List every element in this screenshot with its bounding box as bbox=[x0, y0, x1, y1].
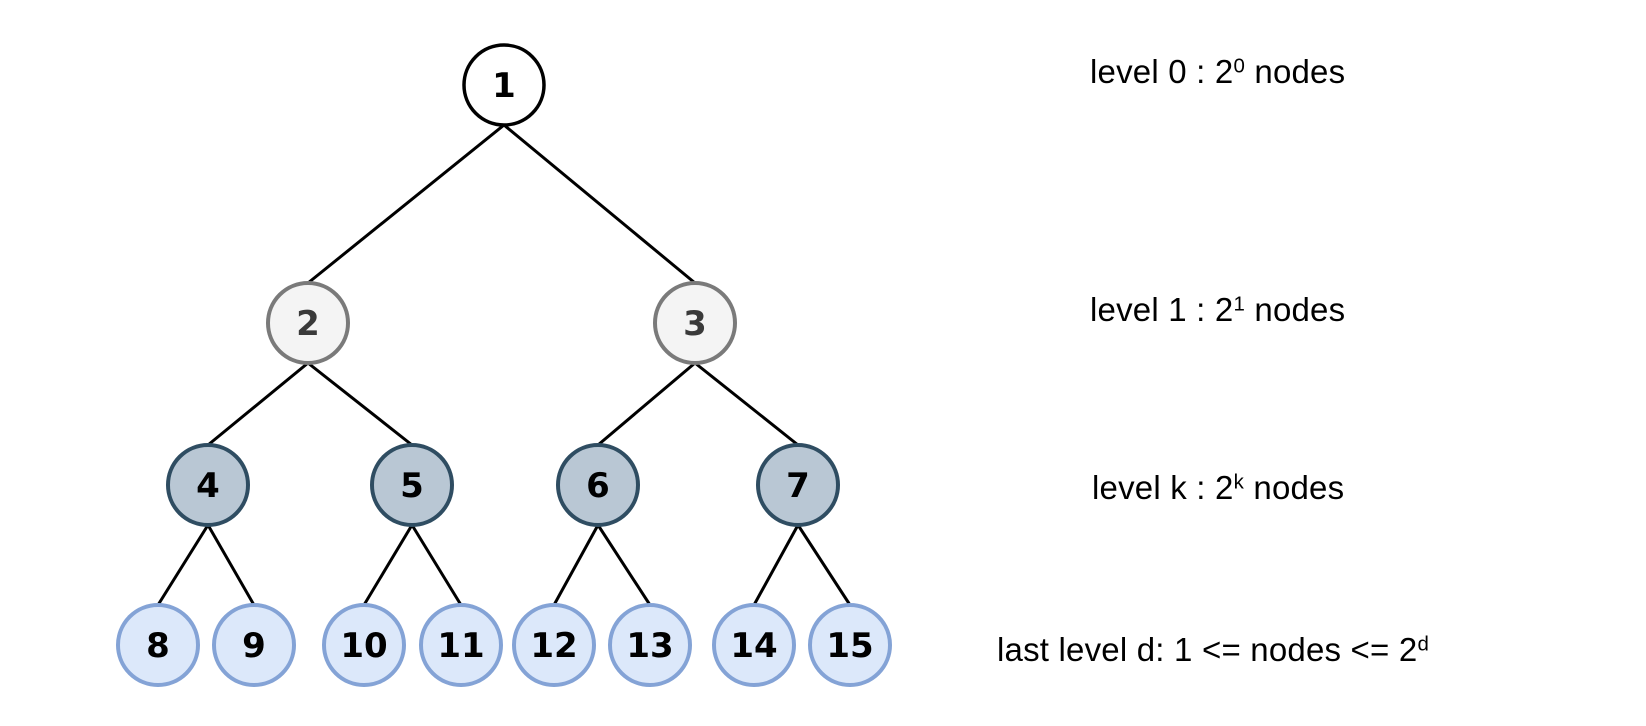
tree-node-label: 14 bbox=[730, 626, 777, 666]
tree-node-1: 1 bbox=[462, 43, 546, 127]
annotation-text: nodes bbox=[1244, 469, 1345, 506]
annotation-superscript: 0 bbox=[1233, 54, 1246, 78]
tree-node-12: 12 bbox=[512, 603, 596, 687]
tree-node-label: 15 bbox=[826, 626, 873, 666]
tree-edge-3-7 bbox=[694, 361, 799, 447]
tree-node-10: 10 bbox=[322, 603, 406, 687]
level-k-label: level k : 2k nodes bbox=[1092, 469, 1344, 507]
tree-node-label: 13 bbox=[626, 626, 673, 666]
tree-node-13: 13 bbox=[608, 603, 692, 687]
tree-node-circle bbox=[556, 443, 640, 527]
tree-edge-6-12 bbox=[552, 524, 600, 606]
annotation-text: last level d: 1 <= nodes <= 2 bbox=[997, 631, 1418, 668]
tree-node-6: 6 bbox=[556, 443, 640, 527]
annotation-text: level 0 : 2 bbox=[1090, 53, 1234, 90]
last-level-label: last level d: 1 <= nodes <= 2d bbox=[997, 631, 1429, 669]
tree-node-circle bbox=[462, 43, 546, 127]
tree-edge-2-5 bbox=[307, 361, 413, 447]
tree-node-circle bbox=[419, 603, 503, 687]
tree-edge-4-8 bbox=[156, 524, 210, 606]
tree-node-circle bbox=[756, 443, 840, 527]
tree-edge-5-11 bbox=[410, 524, 463, 606]
tree-node-label: 5 bbox=[400, 466, 424, 506]
annotation-text: nodes bbox=[1245, 53, 1346, 90]
tree-edge-7-15 bbox=[796, 524, 852, 606]
tree-node-circle bbox=[266, 281, 350, 365]
tree-node-label: 11 bbox=[437, 626, 484, 666]
level-0-label: level 0 : 20 nodes bbox=[1090, 53, 1345, 91]
tree-node-label: 12 bbox=[530, 626, 577, 666]
tree-node-3: 3 bbox=[653, 281, 737, 365]
annotation-text: level k : 2 bbox=[1092, 469, 1234, 506]
tree-node-circle bbox=[212, 603, 296, 687]
tree-node-label: 9 bbox=[242, 626, 266, 666]
tree-node-circle bbox=[808, 603, 892, 687]
tree-edge-1-2 bbox=[307, 123, 505, 285]
tree-node-circle bbox=[712, 603, 796, 687]
tree-node-circle bbox=[116, 603, 200, 687]
tree-node-5: 5 bbox=[370, 443, 454, 527]
tree-node-label: 3 bbox=[683, 304, 707, 344]
tree-node-circle bbox=[608, 603, 692, 687]
tree-edge-3-6 bbox=[597, 361, 696, 447]
tree-node-circle bbox=[166, 443, 250, 527]
tree-edge-4-9 bbox=[206, 524, 256, 606]
tree-node-2: 2 bbox=[266, 281, 350, 365]
tree-node-label: 6 bbox=[586, 466, 610, 506]
tree-edge-1-3 bbox=[503, 123, 696, 285]
tree-edge-5-10 bbox=[362, 524, 414, 606]
tree-edge-7-14 bbox=[752, 524, 800, 606]
tree-node-circle bbox=[370, 443, 454, 527]
tree-node-label: 4 bbox=[196, 466, 220, 506]
tree-node-label: 2 bbox=[296, 304, 320, 344]
tree-node-label: 1 bbox=[492, 66, 516, 106]
annotation-superscript: d bbox=[1417, 632, 1430, 656]
tree-node-11: 11 bbox=[419, 603, 503, 687]
tree-node-circle bbox=[322, 603, 406, 687]
tree-node-8: 8 bbox=[116, 603, 200, 687]
tree-node-label: 8 bbox=[146, 626, 170, 666]
level-1-label: level 1 : 21 nodes bbox=[1090, 291, 1345, 329]
tree-edge-2-4 bbox=[207, 361, 309, 447]
tree-node-label: 7 bbox=[786, 466, 810, 506]
annotation-text: level 1 : 2 bbox=[1090, 291, 1234, 328]
tree-node-14: 14 bbox=[712, 603, 796, 687]
tree-edge-6-13 bbox=[596, 524, 652, 606]
tree-node-label: 10 bbox=[340, 626, 387, 666]
tree-node-7: 7 bbox=[756, 443, 840, 527]
annotation-text: nodes bbox=[1245, 291, 1346, 328]
tree-node-circle bbox=[653, 281, 737, 365]
annotation-superscript: k bbox=[1233, 470, 1245, 494]
tree-node-15: 15 bbox=[808, 603, 892, 687]
tree-node-9: 9 bbox=[212, 603, 296, 687]
annotation-superscript: 1 bbox=[1233, 292, 1246, 316]
tree-node-circle bbox=[512, 603, 596, 687]
tree-node-4: 4 bbox=[166, 443, 250, 527]
